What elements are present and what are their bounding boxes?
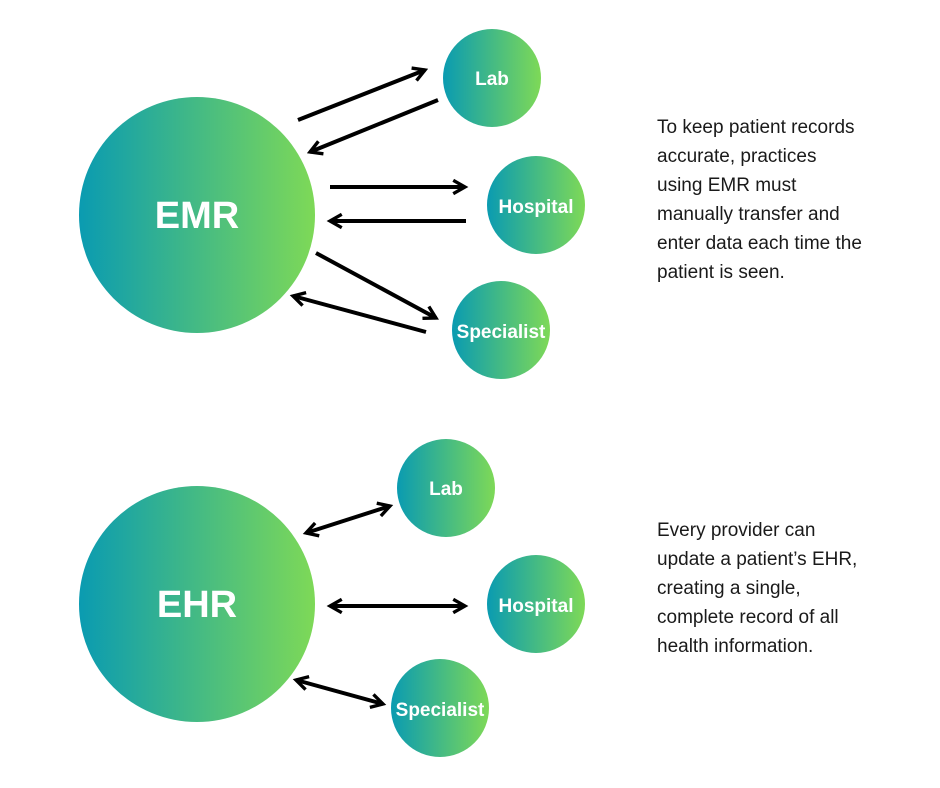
ehr-description: Every provider can update a patient’s EH… <box>657 520 858 657</box>
ehr-specialist-node <box>391 659 489 757</box>
ehr-arrow-lab <box>302 501 394 538</box>
ehr-center-node <box>79 486 315 722</box>
ehr-hospital-node <box>487 555 585 653</box>
ehr-arrow-specialist <box>292 675 387 709</box>
emr-specialist-label: Specialist <box>457 322 546 343</box>
emr-arrow-from-specialist <box>289 290 427 334</box>
emr-lab-node <box>443 29 541 127</box>
ehr-diagram: EHR Lab Hospital Specialist <box>79 439 585 757</box>
emr-center-node <box>79 97 315 333</box>
emr-specialist-node <box>452 281 550 379</box>
emr-arrow-to-specialist <box>315 251 439 320</box>
emr-center-label: EMR <box>155 195 239 237</box>
emr-hospital-node <box>487 156 585 254</box>
emr-hospital-label: Hospital <box>499 197 574 218</box>
ehr-specialist-label: Specialist <box>396 700 485 721</box>
emr-arrow-to-lab <box>297 66 429 122</box>
emr-description: To keep patient records accurate, practi… <box>657 117 862 283</box>
emr-diagram: EMR Lab Hospital Specialist <box>79 29 585 379</box>
emr-arrow-from-lab <box>306 98 439 156</box>
ehr-hospital-label: Hospital <box>499 596 574 617</box>
ehr-lab-node <box>397 439 495 537</box>
ehr-center-label: EHR <box>157 584 237 626</box>
ehr-lab-label: Lab <box>429 479 463 500</box>
emr-lab-label: Lab <box>475 69 509 90</box>
